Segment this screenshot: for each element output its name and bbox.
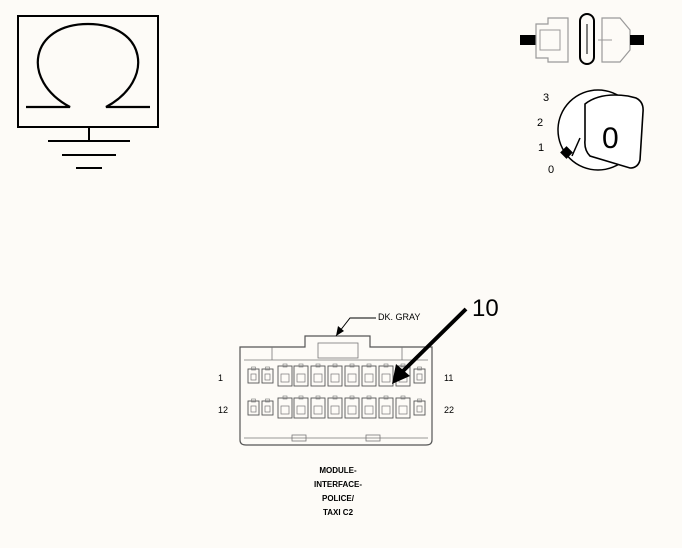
pin-cavity-latch	[282, 395, 288, 400]
pin-cavity-latch	[251, 366, 256, 371]
pin-cavity-terminal	[264, 373, 271, 381]
pin-cavity-latch	[332, 395, 338, 400]
pin-cavity	[327, 397, 343, 419]
pin-cavity-latch	[315, 395, 321, 400]
pin-cavity	[277, 397, 293, 419]
callout-arrow-shaft	[400, 307, 468, 374]
connector-color-label: DK. GRAY	[378, 312, 420, 322]
pin-cavity-terminal	[313, 373, 323, 383]
pin-cavity-terminal	[347, 373, 357, 383]
pin-cavity-latch	[366, 395, 372, 400]
pin-cavity-terminal	[347, 405, 357, 415]
pin-label-1: 1	[218, 373, 223, 383]
connector-body	[239, 335, 433, 446]
pin-cavity-latch	[265, 366, 270, 371]
caption-line-3: POLICE/	[322, 494, 355, 503]
pin-cavity-latch	[417, 398, 422, 403]
pin-cavity-terminal	[398, 405, 408, 415]
pin-cavity	[413, 400, 426, 416]
ignition-position-0: 0	[548, 164, 554, 176]
pin-cavity-latch	[349, 395, 355, 400]
pin-cavity-terminal	[381, 405, 391, 415]
caption-line-1: MODULE-	[319, 466, 357, 475]
pin-cavity	[261, 368, 274, 384]
caption-line-2: INTERFACE-	[314, 480, 362, 489]
pin-cavity	[344, 365, 360, 387]
pin-cavity-terminal	[313, 405, 323, 415]
pin-label-12: 12	[218, 405, 228, 415]
pin-cavity-terminal	[416, 373, 423, 381]
callout-number: 10	[472, 295, 499, 322]
pin-cavity	[277, 365, 293, 387]
ignition-position-3: 3	[543, 92, 549, 104]
fuse-icon	[520, 13, 644, 65]
pin-cavity-latch	[366, 363, 372, 368]
ignition-key-label: 0	[602, 122, 619, 155]
pin-cavity	[327, 365, 343, 387]
ground-symbol-icon	[17, 15, 159, 169]
pin-cavity-latch	[298, 395, 304, 400]
pin-cavity-terminal	[296, 373, 306, 383]
pin-label-22: 22	[444, 405, 454, 415]
pin-cavity-terminal	[250, 373, 257, 381]
pin-cavity	[361, 365, 377, 387]
pin-cavity	[310, 397, 326, 419]
pin-cavity-terminal	[381, 373, 391, 383]
pin-cavity-terminal	[330, 373, 340, 383]
pin-cavity-terminal	[364, 405, 374, 415]
connector-cavities	[247, 363, 426, 419]
pin-cavity	[395, 397, 411, 419]
pin-cavity-terminal	[280, 405, 290, 415]
pin-cavity-latch	[251, 398, 256, 403]
pin-cavity	[293, 397, 309, 419]
pin-cavity-latch	[383, 395, 389, 400]
pin-cavity-latch	[298, 363, 304, 368]
ignition-position-2: 2	[537, 117, 543, 129]
color-label-leader	[335, 317, 376, 337]
pin-cavity-terminal	[296, 405, 306, 415]
pin-cavity	[361, 397, 377, 419]
pin-cavity	[344, 397, 360, 419]
pin-cavity-latch	[315, 363, 321, 368]
pin-cavity-terminal	[416, 405, 423, 413]
pin-cavity-terminal	[264, 405, 271, 413]
pin-cavity	[261, 400, 274, 416]
pin-cavity	[247, 400, 260, 416]
color-label-arrowhead	[336, 326, 344, 336]
pin-cavity-latch	[332, 363, 338, 368]
pin-cavity	[413, 368, 426, 384]
pin-cavity-latch	[417, 366, 422, 371]
pin-cavity-terminal	[250, 405, 257, 413]
pin-cavity	[247, 368, 260, 384]
pin-cavity-latch	[265, 398, 270, 403]
pin-cavity-latch	[383, 363, 389, 368]
pin-label-11: 11	[444, 373, 453, 383]
pin-cavity-terminal	[280, 373, 290, 383]
caption-line-4: TAXI C2	[323, 508, 354, 517]
pin-cavity	[378, 365, 394, 387]
pin-cavity-terminal	[364, 373, 374, 383]
pin-cavity	[310, 365, 326, 387]
pin-cavity-latch	[400, 395, 406, 400]
ignition-switch-icon	[557, 89, 644, 171]
callout-arrowhead	[392, 364, 410, 384]
pin-cavity	[378, 397, 394, 419]
pin-cavity	[293, 365, 309, 387]
pin-cavity-latch	[282, 363, 288, 368]
pin-cavity-terminal	[330, 405, 340, 415]
pin-cavity-latch	[349, 363, 355, 368]
ignition-position-1: 1	[538, 142, 544, 154]
pin-cavity-latch	[400, 363, 406, 368]
